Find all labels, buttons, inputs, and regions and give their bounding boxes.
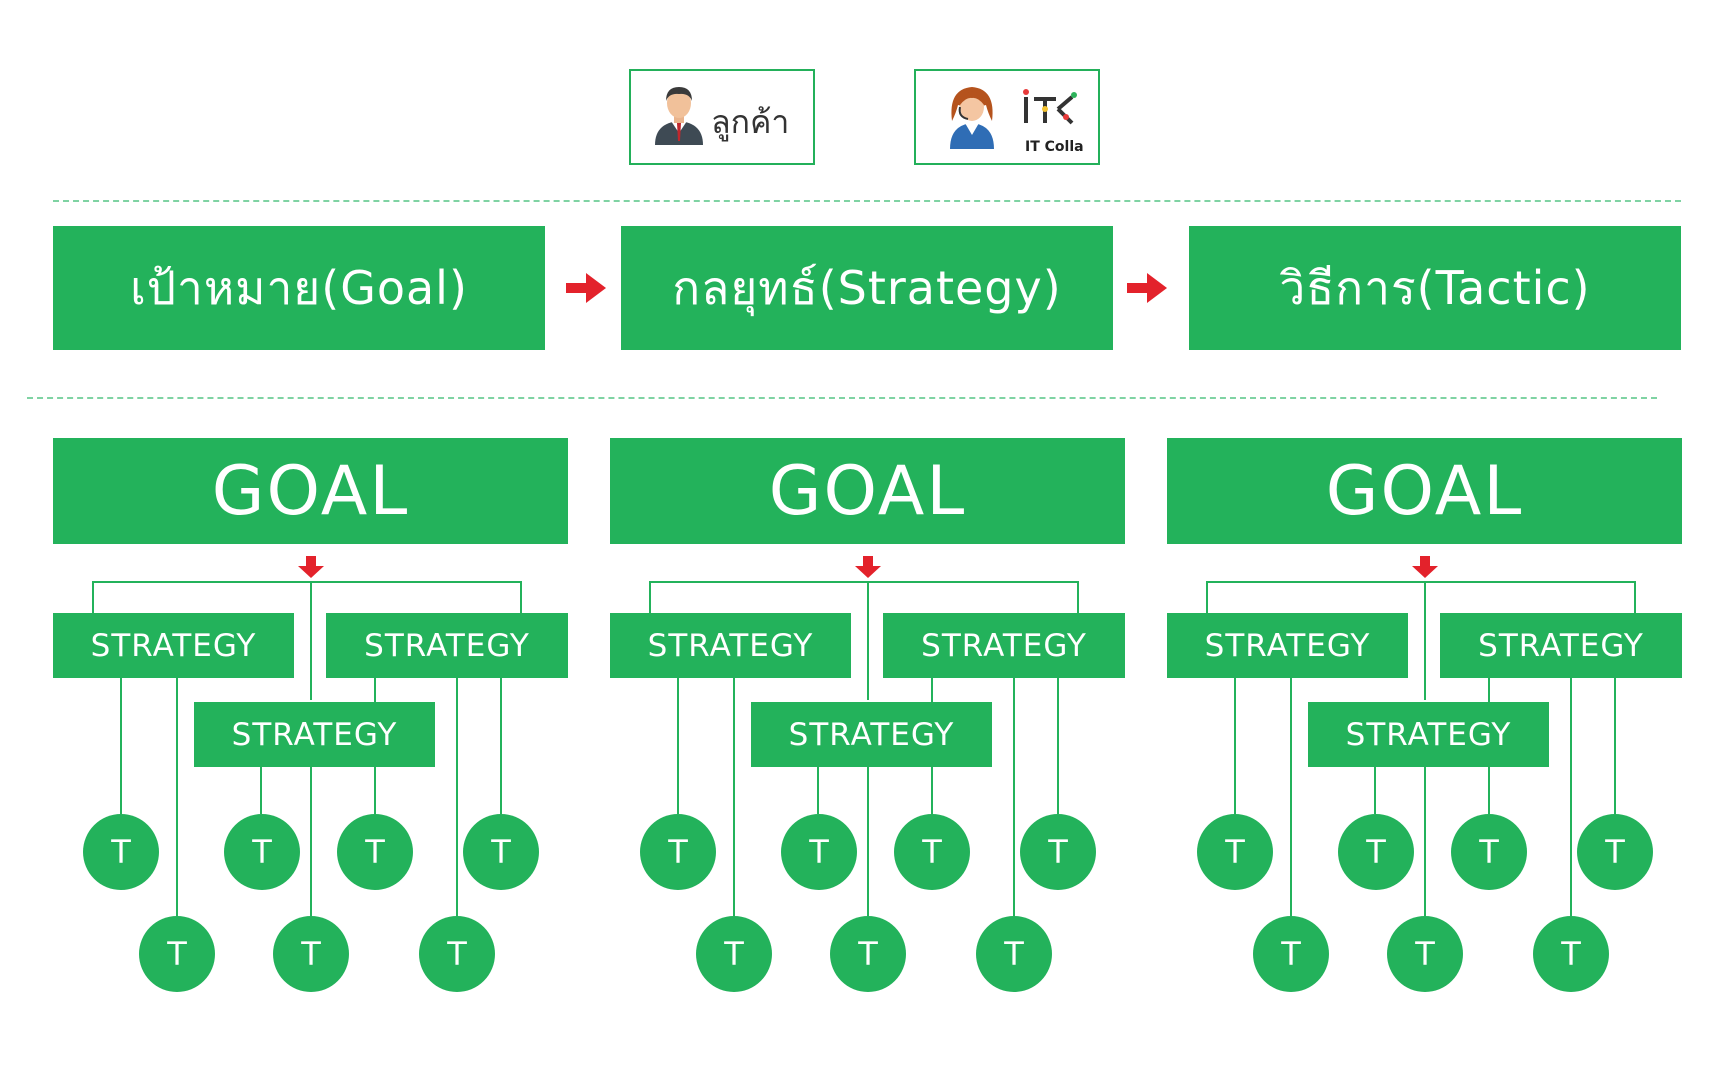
strategy-box: STRATEGY (610, 613, 851, 678)
strategy-label: STRATEGY (231, 716, 398, 753)
goal-tree: GOAL STRATEGY STRATEGY STRATEGY T T T T … (610, 438, 1125, 998)
tactic-label: T (1561, 935, 1581, 973)
tactic-label: T (111, 833, 131, 871)
tactic-node: T (463, 814, 539, 890)
goal-label: GOAL (768, 451, 967, 531)
arrow-right-icon (566, 273, 606, 303)
strategy-label: STRATEGY (1478, 627, 1644, 664)
strategy-box: STRATEGY (1308, 702, 1549, 767)
arrow-down-icon (1412, 556, 1438, 578)
tactic-node: T (781, 814, 857, 890)
divider-middle (27, 397, 1657, 399)
tactic-label: T (365, 833, 385, 871)
strategy-label: STRATEGY (364, 627, 530, 664)
flow-tactic-box: วิธีการ(Tactic) (1189, 226, 1681, 350)
strategy-box: STRATEGY (53, 613, 294, 678)
customer-card: ลูกค้า (629, 69, 815, 165)
tactic-label: T (167, 935, 187, 973)
strategy-label: STRATEGY (647, 627, 814, 664)
arrow-down-icon (855, 556, 881, 578)
goal-tree: GOAL STRATEGY STRATEGY STRATEGY T T T T … (53, 438, 568, 998)
flow-strategy-label: กลยุทธ์(Strategy) (672, 260, 1062, 315)
tactic-label: T (1281, 935, 1301, 973)
goal-box: GOAL (610, 438, 1125, 544)
strategy-box: STRATEGY (1167, 613, 1408, 678)
customer-avatar-icon (655, 87, 703, 145)
tactic-label: T (858, 935, 878, 973)
arrow-down-icon (298, 556, 324, 578)
goal-label: GOAL (1325, 451, 1524, 531)
tactic-node: T (1533, 916, 1609, 992)
strategy-label: STRATEGY (921, 627, 1087, 664)
tactic-node: T (419, 916, 495, 992)
tactic-node: T (337, 814, 413, 890)
tactic-label: T (1366, 833, 1386, 871)
tactic-node: T (83, 814, 159, 890)
tactic-label: T (1048, 833, 1068, 871)
tactic-label: T (301, 935, 321, 973)
tactic-node: T (640, 814, 716, 890)
tactic-node: T (1338, 814, 1414, 890)
itcolla-card: IT Colla (914, 69, 1100, 165)
flow-tactic-label: วิธีการ(Tactic) (1279, 260, 1591, 315)
tactic-node: T (1197, 814, 1273, 890)
strategy-label: STRATEGY (90, 627, 257, 664)
tactic-node: T (1020, 814, 1096, 890)
strategy-label: STRATEGY (1204, 627, 1371, 664)
strategy-box: STRATEGY (326, 613, 568, 678)
tactic-label: T (1415, 935, 1435, 973)
goal-label: GOAL (211, 451, 410, 531)
tactic-label: T (668, 833, 688, 871)
tree-connectors (1206, 581, 1636, 916)
tactic-label: T (491, 833, 511, 871)
goal-tree: GOAL STRATEGY STRATEGY STRATEGY T T T T … (1167, 438, 1682, 998)
arrow-right-icon (1127, 273, 1167, 303)
tactic-node: T (1387, 916, 1463, 992)
tactic-label: T (447, 935, 467, 973)
tactic-label: T (809, 833, 829, 871)
strategy-box: STRATEGY (1440, 613, 1682, 678)
itcolla-logo-icon (1023, 89, 1077, 125)
tactic-node: T (1451, 814, 1527, 890)
strategy-box: STRATEGY (883, 613, 1125, 678)
tactic-node: T (1253, 916, 1329, 992)
operator-avatar-icon (950, 87, 994, 149)
tactic-node: T (830, 916, 906, 992)
tree-connectors (649, 581, 1079, 916)
tactic-label: T (1225, 833, 1245, 871)
tactic-node: T (224, 814, 300, 890)
tactic-node: T (696, 916, 772, 992)
tactic-label: T (724, 935, 744, 973)
tactic-node: T (894, 814, 970, 890)
goal-box: GOAL (1167, 438, 1682, 544)
tree-connectors (92, 581, 522, 916)
divider-top (53, 200, 1681, 202)
strategy-label: STRATEGY (788, 716, 955, 753)
flow-strategy-box: กลยุทธ์(Strategy) (621, 226, 1113, 350)
tactic-label: T (252, 833, 272, 871)
goal-box: GOAL (53, 438, 568, 544)
tactic-label: T (1605, 833, 1625, 871)
tactic-node: T (1577, 814, 1653, 890)
flow-goal-label: เป้าหมาย(Goal) (130, 260, 468, 315)
tactic-label: T (922, 833, 942, 871)
tactic-node: T (273, 916, 349, 992)
tactic-node: T (139, 916, 215, 992)
customer-label: ลูกค้า (711, 103, 790, 141)
strategy-label: STRATEGY (1345, 716, 1512, 753)
tactic-label: T (1004, 935, 1024, 973)
flow-goal-box: เป้าหมาย(Goal) (53, 226, 545, 350)
tactic-label: T (1479, 833, 1499, 871)
itcolla-label: IT Colla (1025, 139, 1084, 155)
strategy-box: STRATEGY (751, 702, 992, 767)
tactic-node: T (976, 916, 1052, 992)
strategy-box: STRATEGY (194, 702, 435, 767)
